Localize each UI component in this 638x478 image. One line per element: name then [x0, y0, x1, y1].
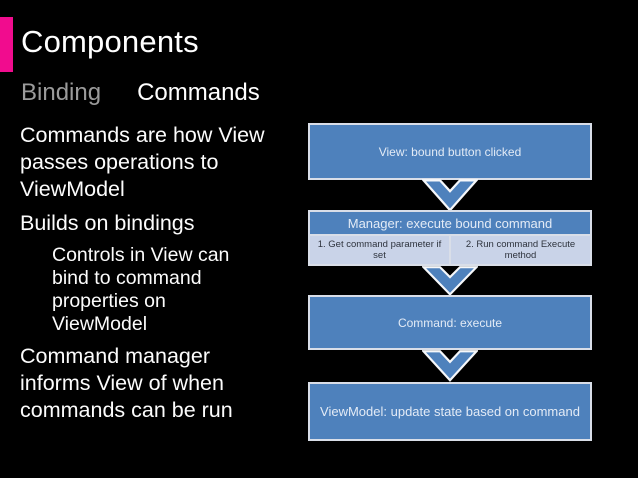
flow-box-manager: Manager: execute bound command 1. Get co… — [308, 210, 592, 266]
flow-cell-get-parameter: 1. Get command parameter if set — [310, 236, 449, 264]
flow-box-view: View: bound button clicked — [308, 123, 592, 180]
flow-cell-run-execute: 2. Run command Execute method — [451, 236, 590, 264]
flow-box-manager-header: Manager: execute bound command — [310, 212, 590, 234]
body-text: Commands are how View passes operations … — [20, 122, 298, 431]
flow-box-viewmodel: ViewModel: update state based on command — [308, 382, 592, 441]
bullet-builds-on-bindings: Builds on bindings — [20, 211, 195, 235]
bullet-command-manager: Command manager informs View of when com… — [20, 344, 233, 422]
subtitle: Binding Commands — [21, 79, 260, 107]
flow-box-command: Command: execute — [308, 295, 592, 350]
accent-bar — [0, 17, 13, 72]
subtitle-binding: Binding — [21, 79, 102, 106]
down-arrow-icon — [422, 350, 478, 382]
bullet-commands-overview: Commands are how View passes operations … — [20, 123, 265, 201]
subtitle-commands: Commands — [137, 79, 260, 106]
down-arrow-icon — [422, 179, 478, 212]
flow-box-manager-cells: 1. Get command parameter if set 2. Run c… — [310, 236, 590, 264]
slide-title: Components — [21, 24, 199, 59]
flow-diagram: View: bound button clicked Manager: exec… — [308, 123, 592, 441]
sub-bullet-controls-bind: Controls in View can bind to command pro… — [52, 244, 230, 335]
down-arrow-icon — [422, 266, 478, 296]
